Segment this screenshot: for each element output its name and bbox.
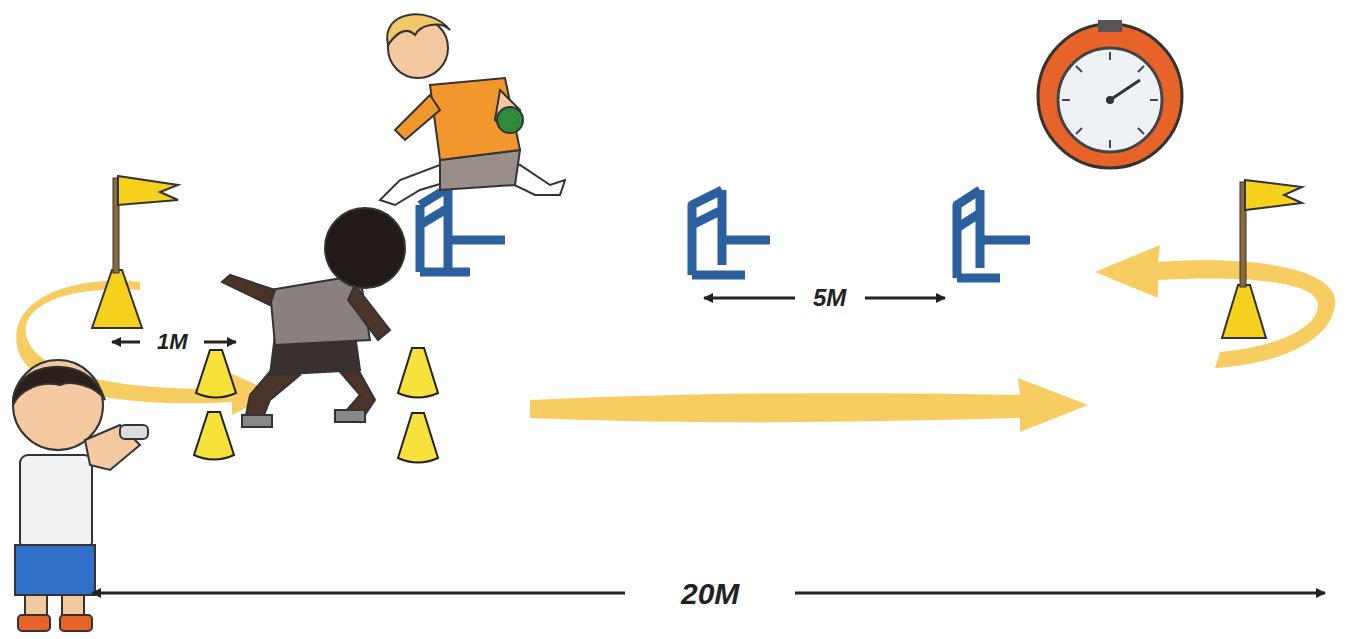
hurdles	[420, 185, 1030, 278]
dimension-label: 20M	[678, 577, 742, 610]
route-arrows	[16, 245, 1335, 432]
dimension-arrows	[92, 298, 1325, 593]
running-kid	[222, 208, 405, 427]
dimension-label: 5M	[810, 285, 849, 311]
flag-right	[1222, 180, 1302, 338]
dimension-label: 1M	[154, 330, 191, 354]
jumping-boy	[380, 14, 565, 205]
whistle-kid	[13, 360, 148, 631]
stopwatch	[1038, 20, 1182, 168]
flag-left	[92, 176, 178, 328]
